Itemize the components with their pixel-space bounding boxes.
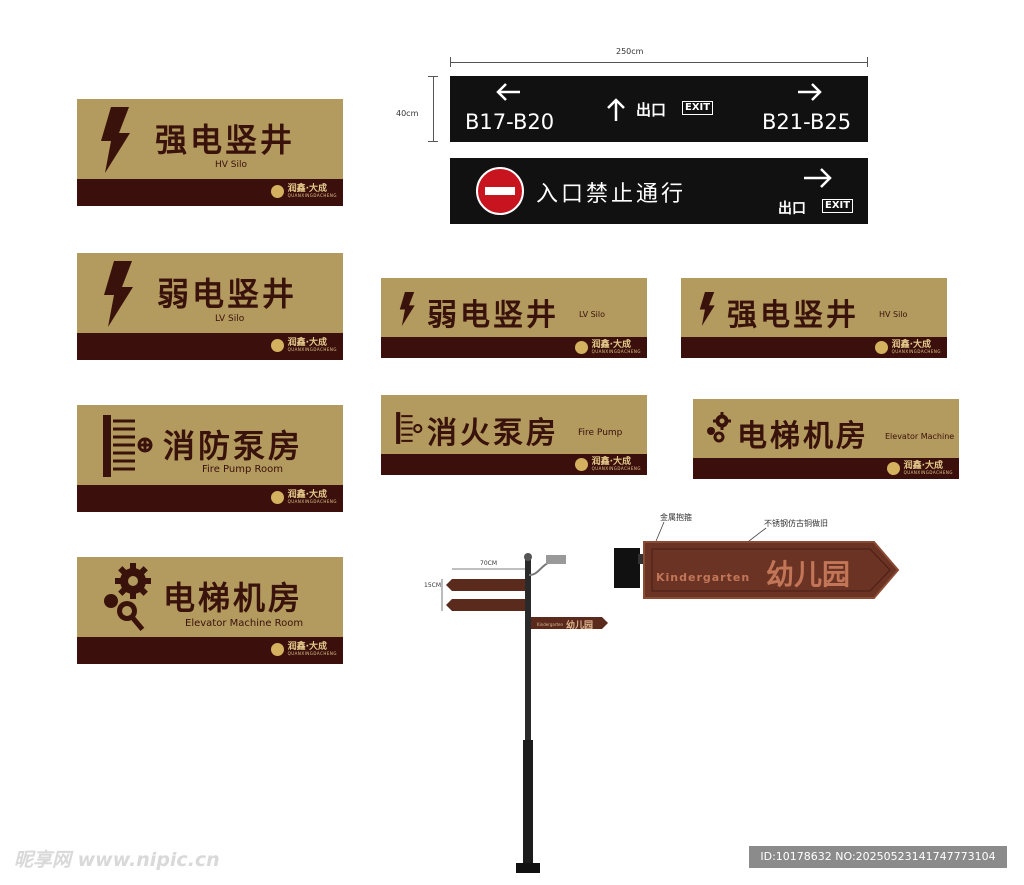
hose-reel-icon xyxy=(103,415,153,477)
sign-title-cn: 消火泵房 xyxy=(427,416,559,451)
arrow-right-icon xyxy=(804,168,832,188)
exit-cn-label: 出口 xyxy=(636,101,667,119)
sign-title-en: HV Silo xyxy=(879,310,908,319)
lightning-icon xyxy=(399,292,415,326)
kindergarten-sign xyxy=(614,521,900,599)
arrow-right-icon xyxy=(798,83,822,101)
sign-title-cn: 消防泵房 xyxy=(163,427,304,465)
sign-title-en: Elevator Machine Room xyxy=(185,618,304,629)
exit-cn-label: 出口 xyxy=(778,201,806,217)
gears-icon xyxy=(707,412,731,443)
arrow-up-icon xyxy=(607,98,625,121)
watermark-site: 昵享网 www.nipic.cn xyxy=(14,849,220,871)
sign-height-dimension-label: 15CM xyxy=(424,582,442,589)
sign-title-cn: 电梯机房 xyxy=(163,579,304,617)
hose-reel-icon xyxy=(396,412,423,444)
no-entry-icon xyxy=(476,167,524,215)
exit-en-badge: EXIT xyxy=(682,101,714,115)
exit-en-badge: EXIT xyxy=(822,199,854,213)
sign-title-en: Elevator Machine xyxy=(885,432,955,441)
parking-direction-sign: B17-B20 出口 EXIT B21-B25 xyxy=(450,76,868,142)
lightning-icon xyxy=(699,292,715,326)
lightning-icon xyxy=(104,261,133,327)
left-zone-label: B17-B20 xyxy=(465,110,555,134)
arrow-left-icon xyxy=(496,83,520,101)
sign-title-cn: 强电竖井 xyxy=(727,298,859,333)
no-entry-label: 入口禁止通行 xyxy=(536,182,687,207)
sign-title-en: Fire Pump Room xyxy=(202,464,283,475)
sign-title-en: LV Silo xyxy=(215,314,245,324)
arm-dimension-label: 70CM xyxy=(480,560,498,567)
sign-title-en: HV Silo xyxy=(215,160,248,170)
right-zone-label: B21-B25 xyxy=(762,110,852,134)
wayfinding-pole xyxy=(441,553,608,873)
height-dimension-label: 40cm xyxy=(396,109,419,118)
sign-title-cn: 弱电竖井 xyxy=(427,298,559,333)
material-label: 不锈钢仿古铜做旧 xyxy=(764,519,828,528)
sign-title-cn: 电梯机房 xyxy=(737,419,869,454)
lightning-icon xyxy=(101,107,130,173)
kindergarten-sign-cn: 幼儿园 xyxy=(766,558,851,591)
pole-small-sign-text: Kindergarten 幼儿园 xyxy=(537,621,594,631)
bracket-label: 金属抱箍 xyxy=(660,513,692,522)
width-dimension xyxy=(450,57,868,67)
sign-title-cn: 强电竖井 xyxy=(155,121,296,159)
height-dimension xyxy=(428,76,438,142)
watermark-id: ID:10178632 NO:20250523141747773104 xyxy=(749,846,1007,868)
no-entry-sign: 入口禁止通行 出口 EXIT xyxy=(450,158,868,224)
kindergarten-sign-en: Kindergarten xyxy=(656,571,751,584)
width-dimension-label: 250cm xyxy=(616,47,644,56)
gears-icon xyxy=(104,563,151,631)
sign-title-en: Fire Pump xyxy=(578,428,623,438)
sign-title-cn: 弱电竖井 xyxy=(157,275,298,313)
sign-title-en: LV Silo xyxy=(579,310,606,319)
